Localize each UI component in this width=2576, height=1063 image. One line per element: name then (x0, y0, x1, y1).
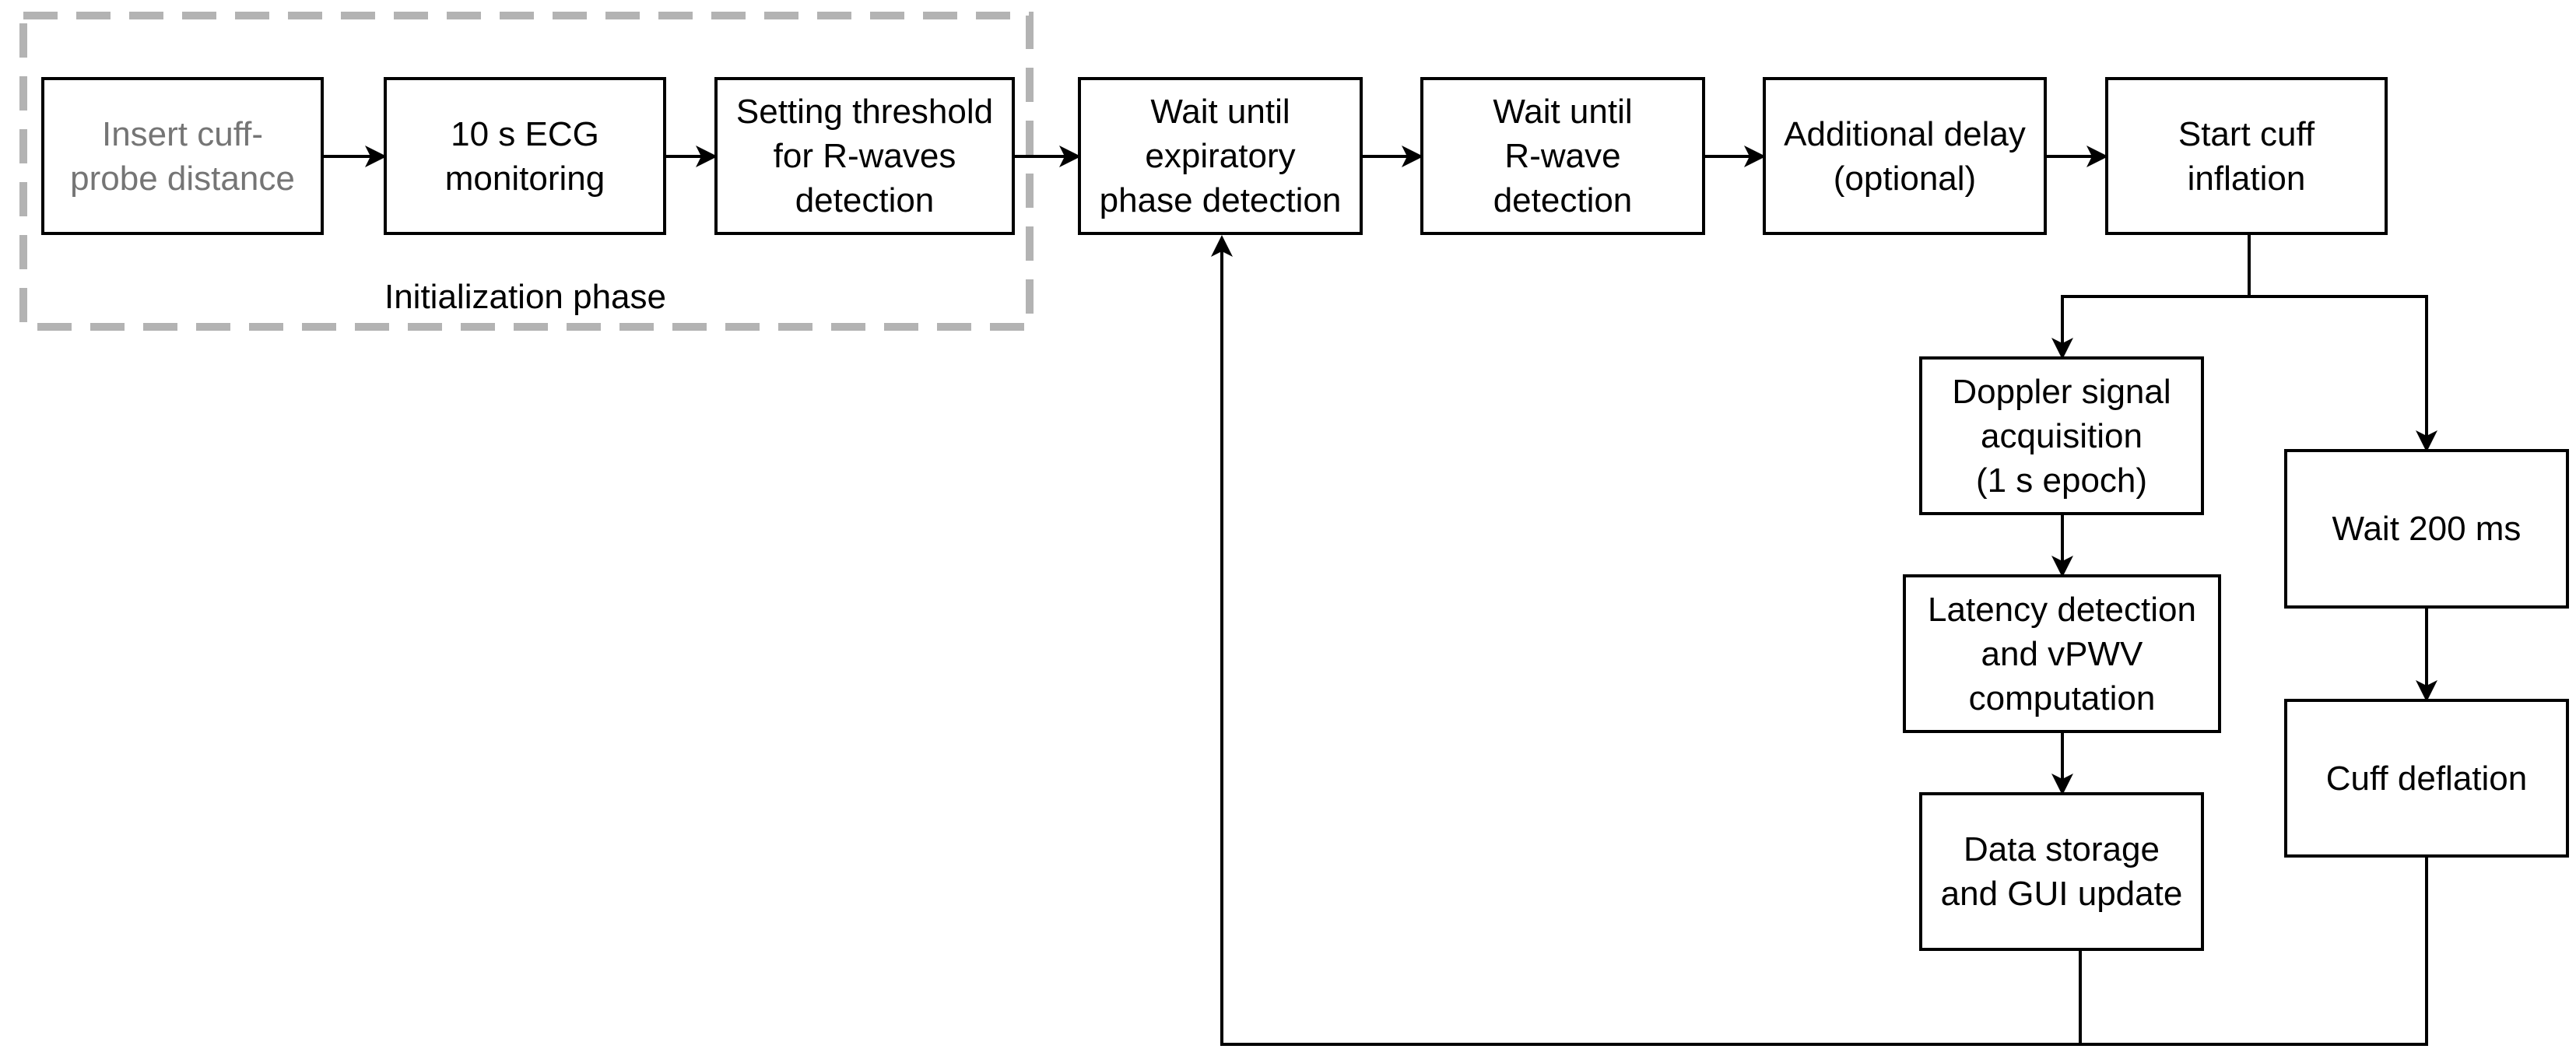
arrowhead-deflation (2416, 680, 2437, 702)
arrowhead-rwave (1402, 146, 1423, 167)
doppler-label: Doppler signal acquisition (1 s epoch) (1952, 372, 2171, 500)
arrowhead-ecg (365, 146, 387, 167)
arrowhead-expiratory (1059, 146, 1081, 167)
wait-rwave-label: Wait until R-wave detection (1493, 93, 1633, 219)
wait-200-label: Wait 200 ms (2332, 510, 2522, 548)
start-inflation-label: Start cuff inflation (2178, 114, 2315, 198)
wait-200-box: Wait 200 ms (2284, 449, 2569, 609)
initialization-phase-label: Initialization phase (384, 278, 666, 316)
arrowhead-storage (2051, 774, 2073, 795)
insert-distance-box: Insert cuff- probe distance (41, 77, 324, 235)
threshold-label: Setting threshold for R-waves detection (735, 93, 994, 219)
deflation-box: Cuff deflation (2284, 699, 2569, 858)
latency-box: Latency detection and vPWV computation (1903, 574, 2221, 733)
branch-inflation-split (2061, 235, 2251, 355)
arrowhead-feedback (1211, 235, 1233, 257)
deflation-label: Cuff deflation (2325, 759, 2528, 798)
wait-expiratory-label: Wait until expiratory phase detection (1099, 93, 1342, 219)
additional-delay-label: Additional delay (optional) (1784, 114, 2026, 198)
branch-inflation-right (2249, 295, 2428, 447)
wait-expiratory-box: Wait until expiratory phase detection (1078, 77, 1363, 235)
feedback-from-deflation (2080, 858, 2428, 1046)
threshold-box: Setting threshold for R-waves detection (714, 77, 1015, 235)
ecg-monitoring-label: 10 s ECG monitoring (444, 114, 605, 198)
arrowhead-inflation (2086, 146, 2108, 167)
arrowhead-wait200 (2416, 430, 2437, 452)
feedback-loop (1220, 241, 2082, 1046)
initialization-phase-frame (19, 12, 1034, 331)
ecg-monitoring-box: 10 s ECG monitoring (384, 77, 666, 235)
additional-delay-box: Additional delay (optional) (1763, 77, 2047, 235)
connectors (323, 155, 2428, 1046)
latency-label: Latency detection and vPWV computation (1928, 590, 2196, 717)
doppler-box: Doppler signal acquisition (1 s epoch) (1919, 356, 2204, 515)
storage-label: Data storage and GUI update (1940, 830, 2183, 913)
arrowhead-delay (1744, 146, 1766, 167)
wait-rwave-box: Wait until R-wave detection (1420, 77, 1705, 235)
insert-distance-label: Insert cuff- probe distance (70, 114, 295, 198)
arrowheads (365, 146, 2437, 795)
storage-box: Data storage and GUI update (1919, 792, 2204, 951)
arrowhead-threshold (696, 146, 718, 167)
arrowhead-doppler (2051, 338, 2073, 360)
start-inflation-box: Start cuff inflation (2105, 77, 2388, 235)
arrowhead-latency (2051, 556, 2073, 577)
